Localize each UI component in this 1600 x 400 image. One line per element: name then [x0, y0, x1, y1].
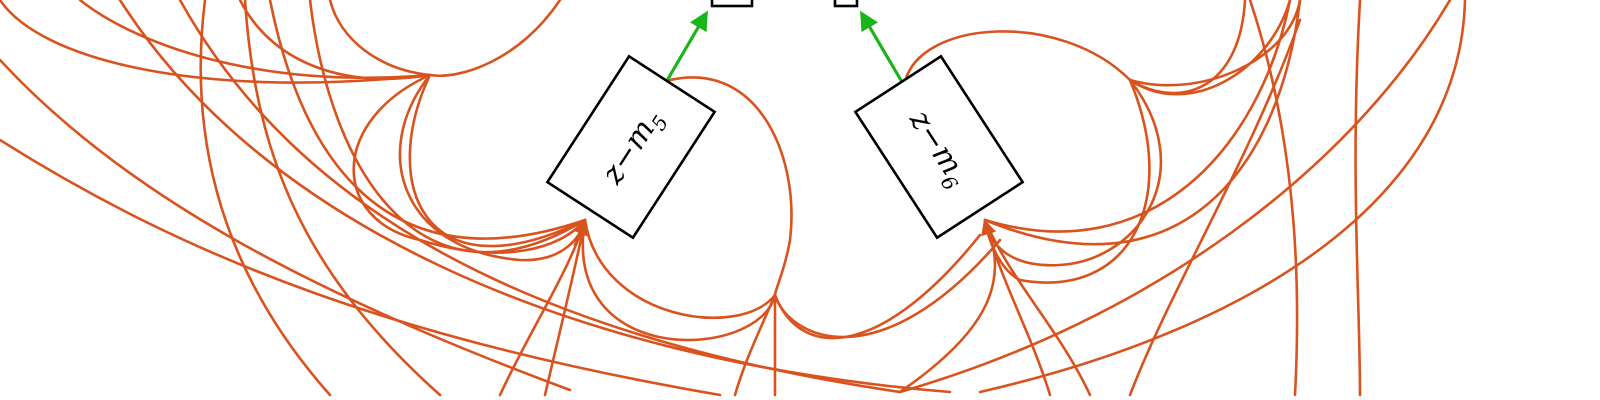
edge [983, 0, 1292, 233]
edge [268, 0, 587, 240]
edge [543, 218, 587, 397]
edge [238, 0, 432, 81]
edge [199, 0, 332, 397]
edge [1128, 18, 1302, 397]
node-fragment-right [833, 0, 859, 8]
orange-arrowheads [572, 219, 997, 247]
green-edges [663, 10, 904, 86]
edge [408, 73, 587, 248]
edge [903, 30, 1132, 84]
edge [178, 0, 902, 394]
edge [328, 0, 432, 77]
edge [1354, 0, 1362, 397]
arrow-into-m6 [981, 219, 997, 247]
node-m6: z−m6 [853, 54, 1025, 240]
node-m5-box [545, 54, 717, 240]
edge [983, 218, 1092, 397]
edge [733, 293, 777, 397]
green-edge-from-m5 [663, 10, 708, 86]
node-m6-box [853, 54, 1025, 240]
edge [983, 0, 1302, 246]
node-m5: z−m5 [545, 54, 717, 240]
edge [898, 0, 1452, 394]
edge [773, 238, 1002, 339]
top-node-fragments [710, 0, 859, 8]
arrow-into-m5 [572, 219, 588, 247]
edge [1128, 0, 1302, 87]
orange-edges [0, 0, 1467, 397]
edge [118, 0, 952, 394]
edge [308, 0, 587, 254]
edge [1128, 0, 1292, 96]
edge [668, 76, 793, 297]
edge [0, 138, 722, 397]
edge [583, 218, 777, 320]
edge [398, 73, 587, 262]
node-fragment-left [710, 0, 754, 8]
edge [0, 0, 432, 84]
edge [243, 0, 442, 397]
green-edge-from-m6 [860, 10, 904, 84]
edge [1248, 0, 1299, 397]
edge [0, 58, 572, 392]
edge [978, 0, 1467, 394]
edge [428, 0, 562, 78]
edge [352, 73, 587, 254]
edge [773, 233, 982, 340]
edge [581, 218, 777, 342]
